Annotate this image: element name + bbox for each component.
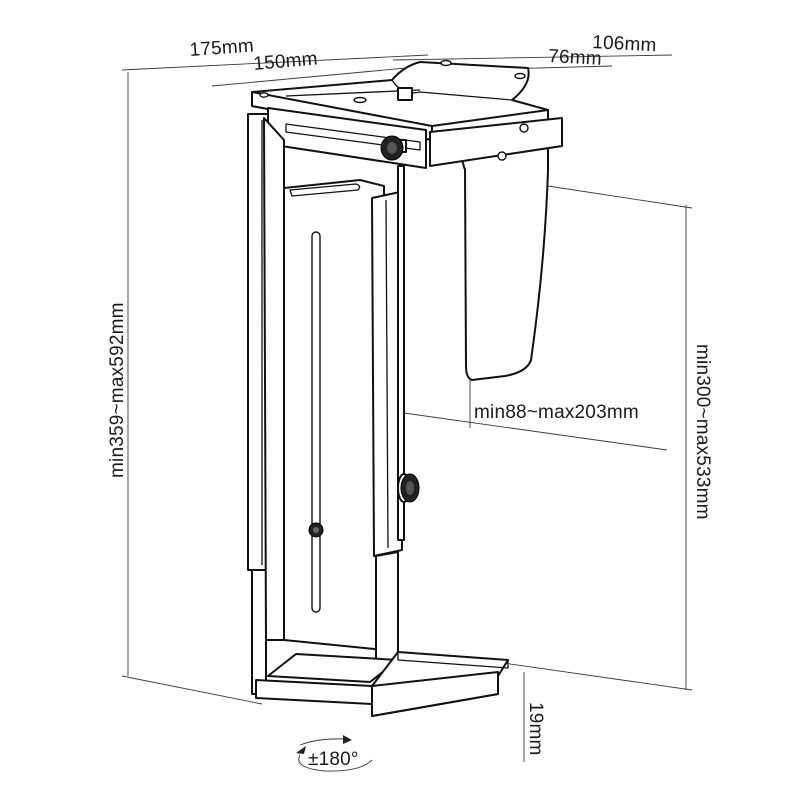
side-clamp-plate [461,147,549,381]
rotate-left-arrow-icon [296,746,306,754]
dim-line-height-bottom [121,675,263,705]
side-adjust-knob [397,473,420,503]
dim-line-width [403,412,668,451]
inner-back-panel [283,179,385,651]
dim-line-106 [392,54,673,61]
label-height-range: min359~max592mm [107,302,128,478]
label-width-range: min88~max203mm [474,402,639,423]
label-clamp-range: min300~max533mm [692,344,713,520]
dim-line-175 [121,54,429,71]
rotation-indicator [296,735,373,772]
center-bolt [397,87,413,101]
back-slot [311,231,321,613]
top-adjust-knob [380,135,407,161]
top-mounting-bracket [251,59,563,169]
label-76mm: 76mm [548,46,603,70]
label-150mm: 150mm [253,48,319,75]
right-vertical-arm [371,165,405,669]
dim-line-clamp-bottom [502,662,693,691]
dim-line-150 [211,65,429,87]
left-side-frame [247,113,285,695]
label-175mm: 175mm [189,36,255,61]
label-106mm: 106mm [592,32,657,56]
label-19mm: 19mm [525,702,546,756]
bottom-base-tray [255,651,509,717]
rotate-right-arrow-icon [343,735,352,744]
label-rotation: ±180° [308,749,359,770]
dim-line-clamp-top [547,185,693,209]
